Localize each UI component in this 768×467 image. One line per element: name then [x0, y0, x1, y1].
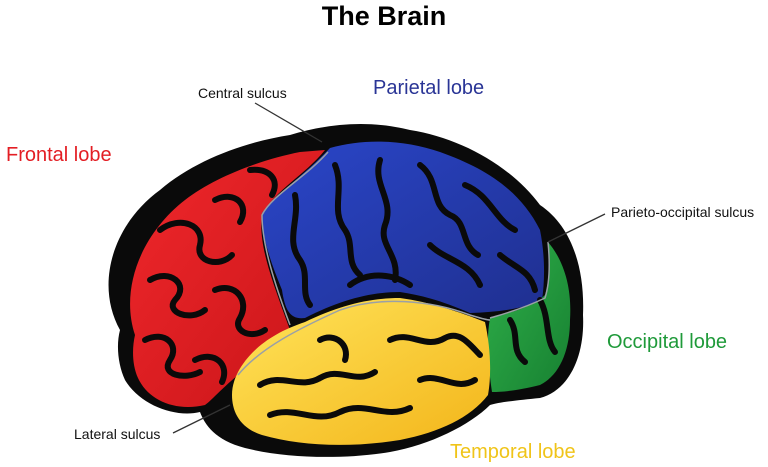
parieto-occipital-leader — [547, 213, 606, 243]
parietal-lobe-label: Parietal lobe — [373, 77, 485, 99]
central-sulcus-line — [261, 151, 329, 326]
temporal-lobe-label: Temporal lobe — [450, 441, 576, 463]
sulci-pattern — [142, 157, 558, 420]
lateral-sulcus-line — [237, 300, 491, 376]
temporal-lobe — [232, 298, 491, 445]
lateral-sulcus-label: Lateral sulcus — [74, 426, 161, 442]
parieto-occipital-line — [489, 241, 550, 319]
central-sulcus-leader — [254, 102, 323, 143]
parieto-occipital-sulcus-label: Parieto-occipital sulcus — [611, 204, 755, 220]
frontal-lobe — [130, 150, 325, 407]
diagram-title: The Brain — [321, 1, 447, 31]
occipital-lobe-label: Occipital lobe — [607, 331, 728, 353]
lateral-sulcus-leader — [172, 404, 231, 434]
frontal-lobe-label: Frontal lobe — [6, 144, 112, 166]
occipital-lobe — [487, 242, 571, 392]
central-sulcus-label: Central sulcus — [198, 85, 287, 101]
